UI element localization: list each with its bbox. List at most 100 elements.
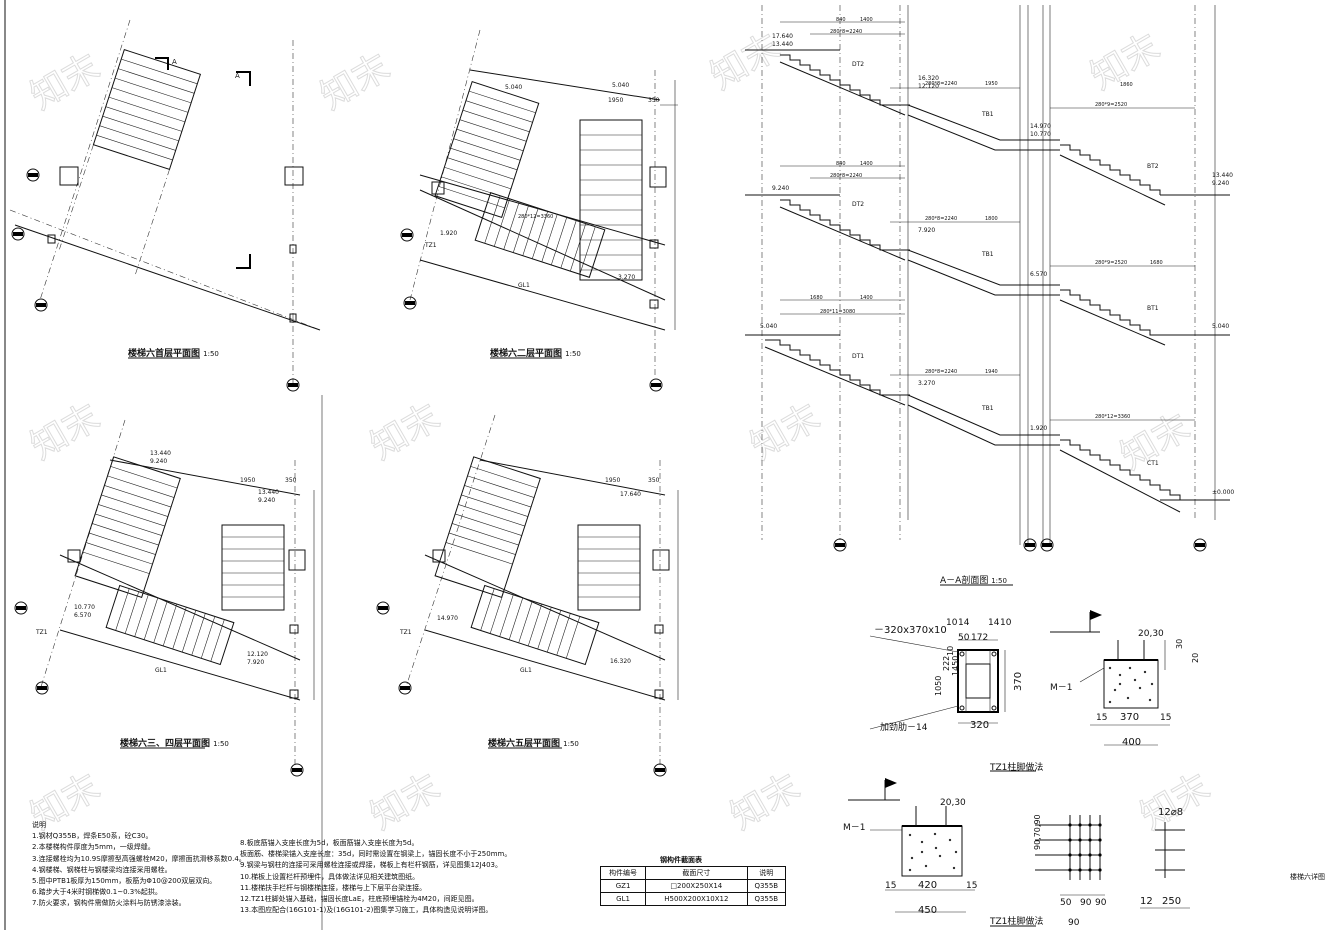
section-elevation: 9.240 [1212, 180, 1229, 187]
flight-label: DT2 [852, 61, 864, 68]
detail-dim: 10 [946, 646, 955, 656]
dimension-label: 840 [836, 17, 846, 23]
dimension-label: 1680 [810, 295, 823, 301]
detail-dim: 10 [946, 618, 958, 628]
elevation-label: 13.440 [258, 489, 279, 496]
plan-second-floor: 5.040 5.040 1.920 3.270 1950 350 280*12=… [400, 29, 678, 392]
watermark-layer: 知末 知末 知末 知末 知末 知末 知末 知末 知末 知末 知末 知末 [24, 26, 1218, 839]
detail-dim: 250 [1162, 896, 1181, 907]
table-row: GL1 H500X200X10X12 Q355B [599, 892, 787, 906]
note-line: 13.本图应配合(16G101-1)及(16G101-2)图集学习施工，具体构造… [240, 906, 493, 915]
elevation-label: 5.040 [505, 84, 522, 91]
section-elevation: 3.270 [918, 380, 935, 387]
plan-third-fourth-floor: 13.440 9.240 13.440 9.240 10.770 6.570 1… [14, 419, 315, 777]
dimension-label: 1950 [240, 477, 255, 484]
table-row: GZ1 □200X250X14 Q355B [599, 879, 787, 893]
note-line: 9.钢梁与钢柱的连接可采用螺栓连接或焊接，梯板上有栏杆钢筋，详见图集12J403… [240, 861, 503, 870]
section-elevation: 6.570 [1030, 271, 1047, 278]
section-elevation: 5.040 [1212, 323, 1229, 330]
dimension-label: 1950 [608, 97, 623, 104]
table-title: 钢构件截面表 [660, 856, 702, 864]
note-line: 板面筋、楼梯梁锚入支座长度：35d，同时需设置在钢梁上，锚固长度不小于250mm… [240, 850, 512, 859]
dimension-label: 1680 [1150, 260, 1163, 266]
plan-title-4: 楼梯六五层平面图 1:50 [488, 739, 579, 749]
note-line: 4.钢楼梯、钢梯柱与钢楼梁均连接采用螺栓。 [32, 865, 172, 874]
detail-tz1-foot-1: M－1 15 370 15 400 20,30 30 20 [1050, 610, 1200, 748]
dimension-label: 280*12=3360 [518, 214, 553, 220]
detail-dim: 222 [942, 656, 951, 671]
watermark-text: 知末 [24, 46, 107, 118]
detail-dim: 20,30 [1138, 629, 1164, 639]
flight-label: BT2 [1147, 163, 1159, 170]
flight-label: BT1 [1147, 305, 1159, 312]
section-elevation: 13.440 [772, 41, 793, 48]
axis-a-label: A [235, 72, 240, 80]
detail-dim: 450 [918, 905, 937, 916]
dimension-label: 840 [836, 161, 846, 167]
plan-title-2: 楼梯六二层平面图 1:50 [490, 349, 581, 359]
dimension-label: 280*8=2240 [830, 29, 862, 35]
elevation-label: 7.920 [247, 659, 264, 666]
plan-fifth-floor: 17.640 14.970 16.320 1950 350 TZ1 GL1 [376, 414, 679, 777]
flight-label: DT1 [852, 353, 864, 360]
section-a-a: 840 1400 280*8=2240 280*8=2240 280*9=252… [745, 5, 1234, 552]
table-cell: H500X200X10X12 [645, 892, 748, 906]
flight-label: TB1 [981, 111, 994, 118]
dimension-label: 350 [648, 97, 660, 104]
elevation-label: 12.120 [247, 651, 268, 658]
detail-dim: 15 [1096, 713, 1107, 723]
detail-dim: 10 [1000, 618, 1012, 628]
axis-a-label: A [172, 58, 177, 66]
dimension-label: 350 [285, 477, 297, 484]
note-line: 2.本楼梯构件厚度为5mm，一级焊缝。 [32, 843, 155, 852]
elevation-label: 1.920 [440, 230, 457, 237]
detail-dim: 320 [970, 720, 989, 731]
section-elevation: 13.440 [1212, 172, 1233, 179]
watermark-text: 知末 [364, 766, 447, 838]
section-elevation: ±0.000 [1212, 489, 1234, 496]
detail-dim: 14 [988, 618, 1000, 628]
detail-base-plate: －320x370x10 加劲肋－14 10 14 14 10 50 172 32… [869, 618, 1024, 733]
section-title: A－A剖面图 1:50 [940, 576, 1007, 586]
section-elevation: 16.320 [918, 75, 939, 82]
watermark-text: 知末 [24, 396, 107, 468]
dimension-label: 1950 [605, 477, 620, 484]
detail-dim: 1050 [934, 676, 943, 696]
watermark-text: 知末 [724, 766, 807, 838]
detail-dim: 50 [1060, 898, 1072, 908]
table-header: 构件编号 [599, 866, 647, 880]
watermark-text: 知末 [1134, 766, 1217, 838]
tz1-title-2: TZ1柱脚做法 [990, 917, 1044, 927]
section-elevation: 9.240 [772, 185, 789, 192]
flight-label: CT1 [1147, 460, 1159, 467]
section-elevation: 14.970 [1030, 123, 1051, 130]
rebar-label: 12⌀8 [1158, 807, 1183, 818]
detail-dim: 1450 [951, 656, 960, 676]
detail-dim: 172 [971, 633, 988, 643]
dimension-label: 280*8=2240 [830, 173, 862, 179]
section-elevation: 7.920 [918, 227, 935, 234]
detail-dim: 14 [958, 618, 970, 628]
dimension-label: 1940 [985, 369, 998, 375]
gl1-label: GL1 [520, 667, 532, 674]
elevation-label: 9.240 [258, 497, 275, 504]
note-line: 1.钢材Q355B，焊条E50系，砼C30。 [32, 832, 153, 841]
note-line: 5.图中PTB1板厚为150mm，板筋为Φ10@200双层双向。 [32, 876, 217, 885]
detail-dim: 50 [958, 633, 970, 643]
tz1-label: TZ1 [424, 242, 437, 249]
dimension-label: 280*12=3360 [1095, 414, 1130, 420]
watermark-text: 知末 [744, 396, 827, 468]
note-line: 3.连接螺栓均为10.9S摩擦型高强螺栓M20，摩擦面抗滑移系数0.4。 [32, 854, 246, 863]
dimension-label: 1860 [1120, 82, 1133, 88]
detail-dim: 30 [1175, 639, 1184, 649]
dimension-label: 280*8=2240 [925, 369, 957, 375]
dimension-label: 280*8=2240 [925, 216, 957, 222]
detail-dim: 12 [1140, 896, 1153, 907]
detail-dim: 90,70,90 [1033, 814, 1042, 850]
section-elevation: 1.920 [1030, 425, 1047, 432]
table-header-row: 构件编号 截面尺寸 说明 [599, 866, 787, 880]
dimension-label: 350 [648, 477, 660, 484]
section-elevation: 17.640 [772, 33, 793, 40]
m1-label: M－1 [1050, 683, 1073, 693]
